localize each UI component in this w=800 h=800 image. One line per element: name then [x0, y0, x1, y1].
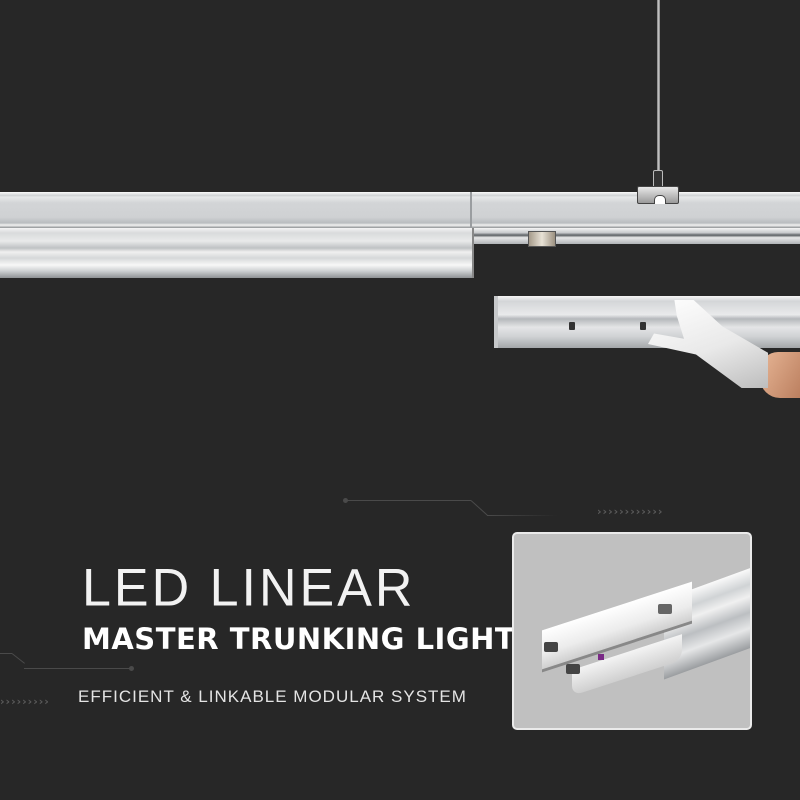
inset-led-marker	[598, 654, 604, 660]
suspension-wire	[657, 0, 660, 178]
rail-joint	[470, 192, 472, 228]
deco-line	[487, 515, 557, 516]
deco-line	[0, 653, 12, 654]
inset-endcap	[566, 664, 580, 674]
rail-connector	[528, 231, 556, 247]
trunking-rail	[0, 192, 800, 228]
held-gear-tray	[494, 296, 800, 348]
rail-channel	[472, 228, 800, 244]
deco-line	[11, 653, 25, 664]
suspension-clip	[637, 186, 679, 204]
headline-line1: LED LINEAR	[82, 558, 416, 618]
tagline: EFFICIENT & LINKABLE MODULAR SYSTEM	[78, 687, 467, 706]
inset-endcap	[658, 604, 672, 614]
installed-gear-tray	[0, 228, 474, 278]
deco-dot	[343, 498, 348, 503]
deco-line	[346, 500, 471, 501]
deco-dot	[129, 666, 134, 671]
inset-endcap	[544, 642, 558, 652]
inset-detail-photo	[512, 532, 752, 730]
deco-line	[24, 668, 130, 669]
chevron-row-icon: ››››››››››››	[597, 505, 664, 518]
headline-line2: MASTER TRUNKING LIGHT	[82, 622, 516, 656]
chevron-row-icon: ›››››››››	[0, 695, 50, 708]
tray-screw-icon	[569, 322, 575, 330]
tray-screw-icon	[640, 322, 646, 330]
deco-line	[470, 500, 488, 516]
